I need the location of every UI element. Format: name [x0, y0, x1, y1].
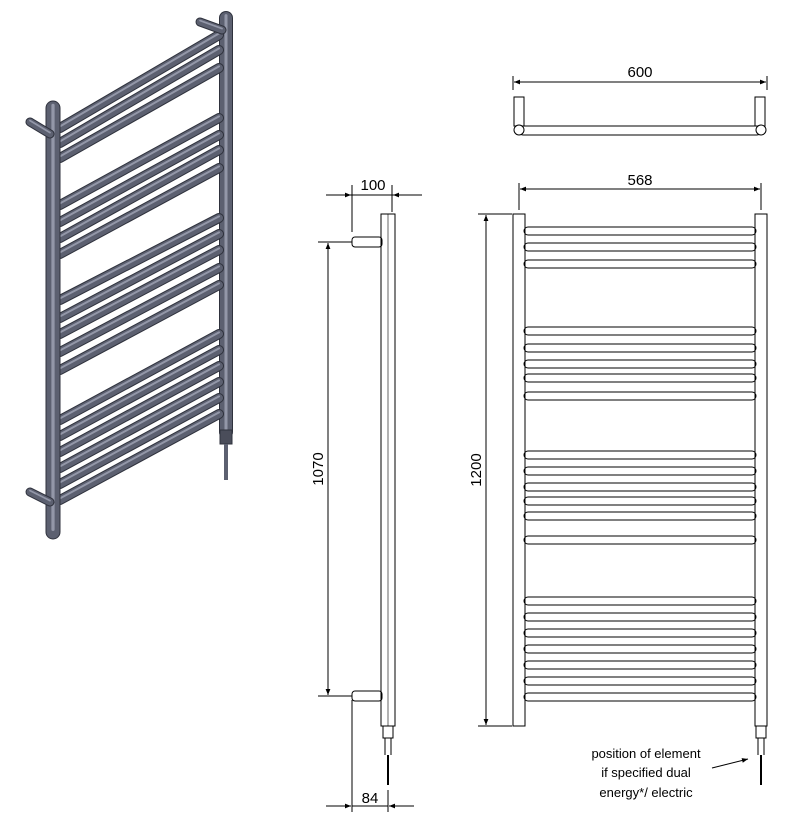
front-rail: [523, 692, 757, 702]
element-note-line-3: energy*/ electric: [599, 785, 693, 800]
iso-rail-highlight: [59, 331, 220, 420]
iso-rail: [56, 330, 223, 424]
iso-rail: [56, 114, 223, 209]
side-centres-label: 1070: [310, 452, 327, 485]
iso-rail-highlight: [59, 363, 220, 452]
side-view: [318, 185, 422, 812]
iso-bottom-bracket: [26, 488, 54, 506]
iso-rail-highlight: [59, 282, 220, 370]
iso-rail-highlight: [59, 231, 220, 318]
side-bottom-offset-label: 84: [362, 790, 379, 807]
iso-rail-highlight: [59, 115, 220, 205]
front-rail: [523, 226, 757, 236]
iso-rail-highlight: [59, 247, 220, 334]
iso-rear-top-bracket: [196, 18, 226, 34]
iso-element-housing: [219, 429, 233, 445]
iso-rail-highlight: [59, 147, 220, 238]
iso-rail: [56, 281, 223, 374]
iso-rail: [56, 264, 223, 356]
iso-rail-highlight: [59, 65, 220, 158]
iso-rail: [56, 46, 223, 147]
isometric-view: [25, 11, 233, 540]
iso-rail-highlight: [59, 215, 220, 300]
front-rail: [523, 482, 757, 492]
front-rail: [523, 676, 757, 686]
front-width-label: 568: [627, 172, 652, 189]
front-rail: [523, 496, 757, 506]
front-rail: [523, 450, 757, 460]
iso-rail: [56, 346, 223, 440]
iso-rail-highlight: [59, 379, 220, 468]
front-rail: [523, 628, 757, 638]
front-height-label: 1200: [468, 453, 485, 486]
iso-rail: [56, 146, 223, 242]
iso-rail: [56, 410, 223, 504]
iso-rear-top-bracket-highlight: [199, 19, 223, 30]
iso-rail: [56, 362, 223, 456]
iso-rail-highlight: [59, 132, 220, 222]
front-rail: [523, 259, 757, 269]
iso-rail-highlight: [59, 32, 220, 128]
front-rail: [523, 466, 757, 476]
front-rail: [523, 660, 757, 670]
front-rail: [523, 326, 757, 336]
iso-rail-highlight: [59, 395, 220, 484]
iso-rail-highlight: [59, 411, 220, 500]
iso-rail-highlight: [59, 165, 220, 254]
front-rail: [523, 391, 757, 401]
front-view: [478, 183, 768, 785]
top-view: [512, 76, 768, 136]
element-note-arrow: [711, 758, 749, 769]
iso-rail: [56, 378, 223, 472]
iso-bottom-bracket-highlight: [29, 489, 51, 502]
iso-top-bracket: [26, 118, 54, 138]
front-rail: [523, 596, 757, 606]
front-rail: [523, 373, 757, 383]
top-width-label: 600: [627, 64, 652, 81]
iso-rail: [56, 131, 223, 226]
front-rail: [523, 359, 757, 369]
iso-rail: [56, 164, 223, 258]
front-rail: [523, 644, 757, 654]
side-depth-label: 100: [360, 177, 385, 194]
iso-rail: [56, 230, 223, 322]
element-note-line-1: position of element: [591, 746, 701, 761]
iso-top-bracket-highlight: [29, 119, 51, 134]
iso-rail-highlight: [59, 47, 220, 143]
front-rail: [523, 511, 757, 521]
iso-rail: [56, 394, 223, 488]
iso-rail-highlight: [59, 347, 220, 436]
iso-rail: [56, 246, 223, 338]
element-note-line-2: if specified dual: [601, 765, 691, 780]
front-rail: [523, 612, 757, 622]
iso-rail: [56, 214, 223, 304]
front-rail: [523, 343, 757, 353]
iso-rail-highlight: [59, 265, 220, 352]
front-rail: [523, 535, 757, 545]
front-rail: [523, 242, 757, 252]
iso-rail: [56, 64, 223, 162]
iso-rail: [56, 31, 223, 132]
